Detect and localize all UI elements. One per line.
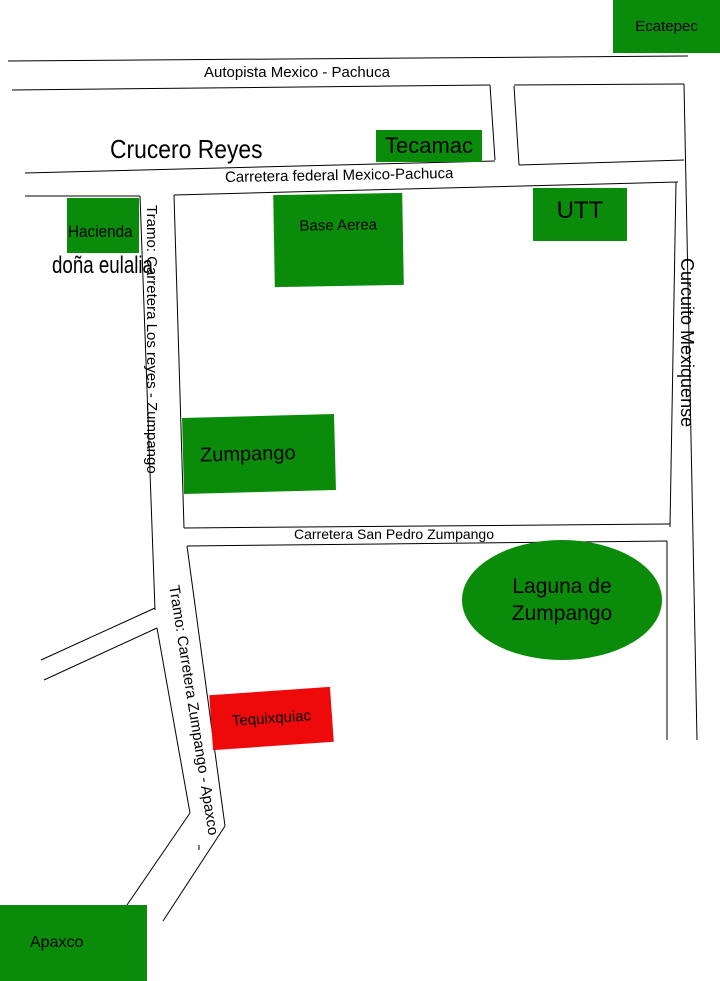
ecatepec-place: Ecatepec: [613, 0, 720, 53]
west-branch-north-edge: [40, 607, 156, 661]
apaxco-place: Apaxco: [0, 905, 147, 981]
federal-north-edge-east: [518, 159, 685, 166]
crucero-reyes-label: Crucero Reyes: [110, 134, 263, 164]
tecamac-road-west-edge: [489, 84, 496, 161]
base-aerea-place: Base Aerea: [273, 192, 404, 288]
circuito-east-edge: [683, 83, 698, 741]
laguna-label-line1: Laguna de: [512, 574, 612, 598]
utt-place: UTT: [533, 188, 627, 241]
tecamac-road-east-edge: [513, 85, 520, 166]
los-reyes-west-edge: [139, 195, 156, 611]
tramo-los-reyes-label: Tramo: Carretera Los reyes - Zumpango: [143, 205, 160, 474]
circuito-label: Curcuito Mexiquense: [677, 258, 697, 428]
apaxco-road-east-edge: [186, 545, 226, 827]
federal-north-edge-west: [24, 160, 496, 174]
san-pedro-north-edge: [183, 523, 671, 529]
los-reyes-east-edge: [173, 194, 185, 529]
autopista-south-edge-east: [513, 83, 685, 86]
west-branch-south-edge: [43, 627, 158, 681]
tequixquiac-place: Tequixquiac: [209, 686, 334, 751]
hacienda-label-line2: doña eulalia: [52, 252, 153, 279]
laguna-label-line2: Zumpango: [511, 602, 613, 625]
autopista-north-edge: [7, 55, 689, 62]
autopista-south-edge: [11, 84, 491, 91]
federal-south-edge: [173, 181, 679, 196]
hacienda-label-line1: Hacienda: [68, 222, 133, 241]
tecamac-place: Tecamac: [376, 130, 482, 162]
san-pedro-label: Carretera San Pedro Zumpango: [294, 526, 494, 542]
apaxco-road-west-edge: [156, 627, 191, 814]
autopista-label: Autopista Mexico - Pachuca: [204, 64, 390, 81]
circuito-west-edge: [669, 181, 677, 528]
zumpango-place: Zumpango: [182, 414, 336, 494]
apaxco-road-west-lower: [126, 812, 191, 906]
apaxco-road-east-lower: [162, 825, 226, 922]
hacienda-place: [67, 198, 139, 253]
laguna-zumpango-place: Laguna de Zumpango: [462, 540, 662, 660]
